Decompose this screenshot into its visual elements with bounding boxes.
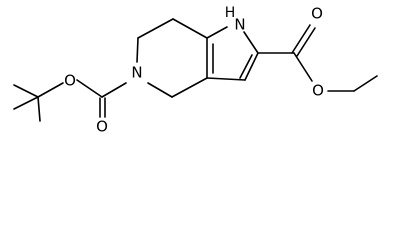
bond (136, 37, 139, 63)
bond (353, 75, 378, 92)
bond (293, 52, 313, 82)
chemical-structure: O O N H N O O (13, 5, 378, 136)
boc-carbonyl-oxygen-label: O (96, 118, 108, 136)
bond (13, 84, 39, 98)
bond (296, 27, 316, 57)
bond (206, 77, 246, 81)
pyrrole-hydrogen-label: H (225, 5, 236, 21)
bond (137, 18, 174, 39)
bond (239, 54, 253, 79)
ethyl-ester-oxygen-label: O (312, 82, 324, 100)
bond (171, 77, 208, 98)
bond (37, 82, 64, 98)
bond (37, 96, 41, 122)
bond (76, 79, 103, 98)
bond (206, 26, 228, 39)
bond (172, 18, 208, 39)
boc-ester-oxygen-label: O (64, 72, 76, 90)
bond (244, 52, 259, 81)
ethyl-carbonyl-oxygen-label: O (311, 5, 323, 23)
bond (13, 96, 39, 110)
ring-nitrogen-label: N (131, 64, 142, 82)
structure-canvas: O O N H N O O (13, 4, 378, 136)
bond (101, 82, 127, 98)
bond (291, 24, 311, 54)
bond (147, 82, 173, 98)
pyrrole-nitrogen-label: N (234, 16, 245, 34)
bond (243, 31, 259, 54)
